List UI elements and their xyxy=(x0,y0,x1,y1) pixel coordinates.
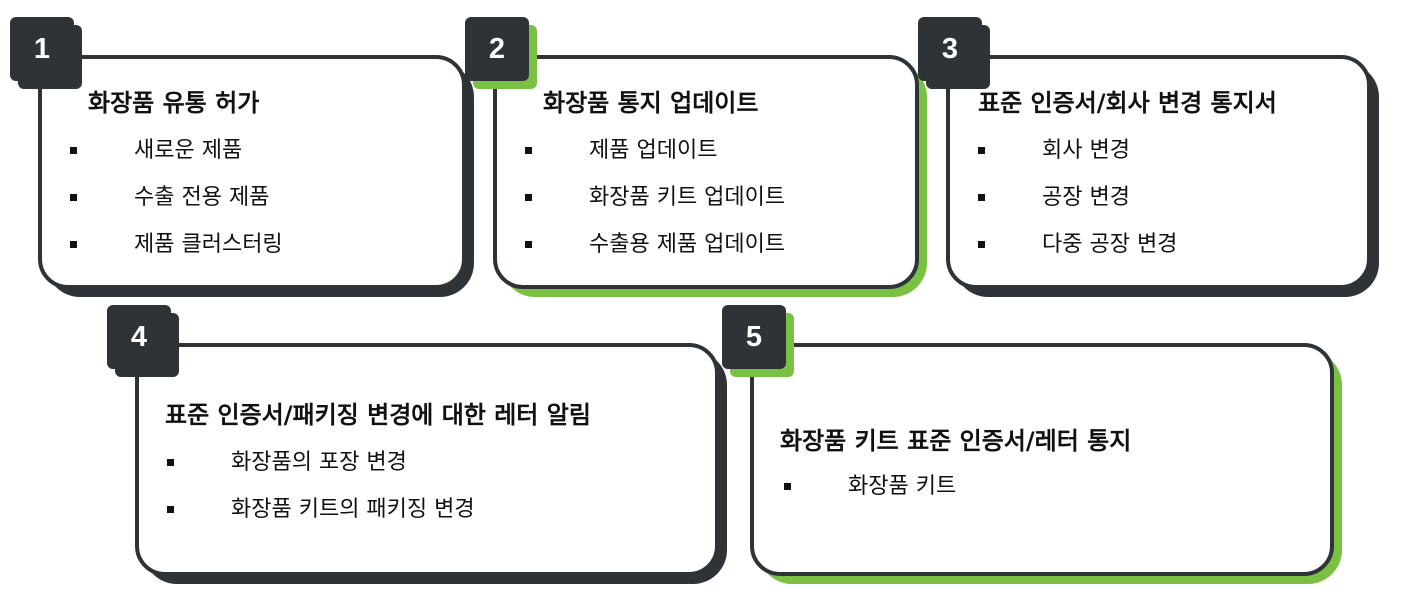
badge-number: 5 xyxy=(722,305,786,369)
bullet-icon xyxy=(525,241,532,248)
card-box xyxy=(946,55,1371,289)
bullet-icon xyxy=(167,459,174,466)
card-box xyxy=(493,55,919,289)
card-title: 표준 인증서/회사 변경 통지서 xyxy=(978,89,1277,117)
card-box xyxy=(38,55,466,289)
card-4: 4 표준 인증서/패키징 변경에 대한 레터 알림 화장품의 포장 변경 화장품… xyxy=(107,305,727,584)
bullet-icon xyxy=(70,241,77,248)
badge-number: 3 xyxy=(918,17,982,81)
card-title: 화장품 키트 표준 인증서/레터 통지 xyxy=(780,427,1132,455)
bullet-icon xyxy=(784,483,791,490)
number-badge: 4 xyxy=(107,305,179,377)
card-title: 표준 인증서/패키징 변경에 대한 레터 알림 xyxy=(165,401,591,429)
card-3: 3 표준 인증서/회사 변경 통지서 회사 변경 공장 변경 다중 공장 변경 xyxy=(918,17,1379,297)
card-title: 화장품 유통 허가 xyxy=(88,89,260,117)
badge-number: 2 xyxy=(465,17,529,81)
bullet-icon xyxy=(70,194,77,201)
number-badge: 2 xyxy=(465,17,537,89)
bullet-icon xyxy=(525,194,532,201)
bullet-icon xyxy=(167,506,174,513)
bullet-icon xyxy=(525,147,532,154)
card-5: 5 화장품 키트 표준 인증서/레터 통지 화장품 키트 xyxy=(722,305,1342,584)
card-box xyxy=(135,343,719,576)
bullet-icon xyxy=(978,147,985,154)
card-2: 2 화장품 통지 업데이트 제품 업데이트 화장품 키트 업데이트 수출용 제품… xyxy=(465,17,927,297)
card-box xyxy=(750,343,1334,576)
card-title: 화장품 통지 업데이트 xyxy=(543,89,759,117)
card-1: 1 화장품 유통 허가 새로운 제품 수출 전용 제품 제품 클러스터링 xyxy=(10,17,474,297)
number-badge: 5 xyxy=(722,305,794,377)
badge-number: 1 xyxy=(10,17,74,81)
bullet-icon xyxy=(978,194,985,201)
badge-number: 4 xyxy=(107,305,171,369)
number-badge: 1 xyxy=(10,17,82,89)
bullet-icon xyxy=(70,147,77,154)
number-badge: 3 xyxy=(918,17,990,89)
bullet-icon xyxy=(978,241,985,248)
